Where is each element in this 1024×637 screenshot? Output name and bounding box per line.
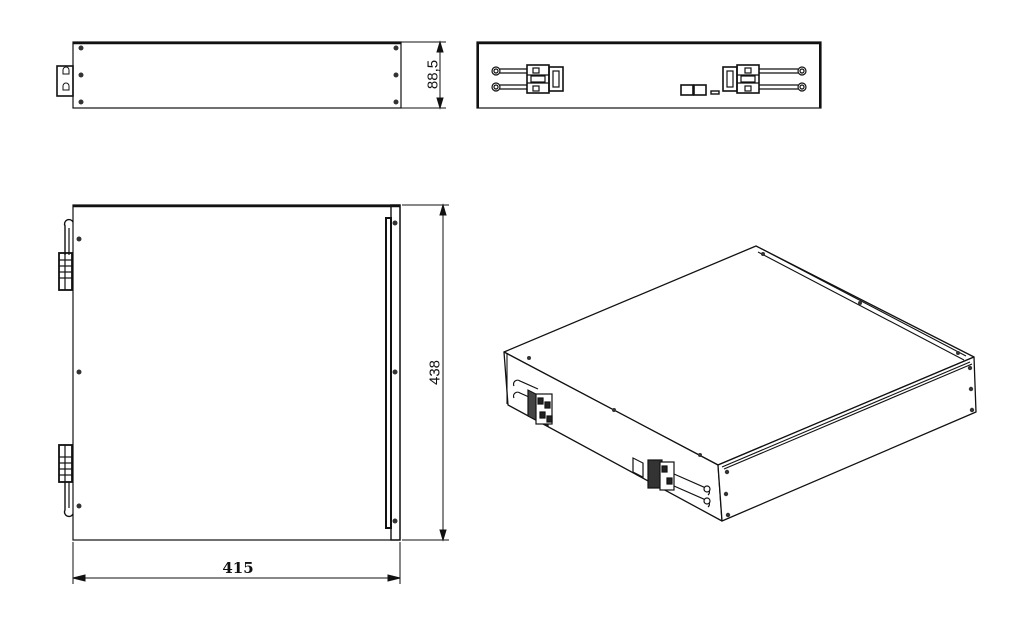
screw-icons: [78, 45, 399, 105]
top-view-drawing: [58, 203, 449, 584]
depth-dimension-label: 438: [426, 359, 444, 386]
side-view-drawing: [56, 40, 446, 110]
screw-icons: [527, 252, 975, 518]
height-dimension-label: 88,5: [424, 59, 442, 90]
front-panel-drawing: [476, 41, 822, 109]
width-dimension-label: 415: [222, 559, 254, 577]
side-view: 88,5: [0, 0, 460, 130]
top-view: 438 415: [0, 190, 470, 600]
left-connector: [512, 379, 553, 428]
right-connector: [632, 457, 711, 508]
isometric-view: [490, 235, 990, 545]
front-panel-view: [460, 0, 840, 130]
isometric-drawing: [503, 245, 977, 522]
screw-icons: [76, 220, 398, 524]
